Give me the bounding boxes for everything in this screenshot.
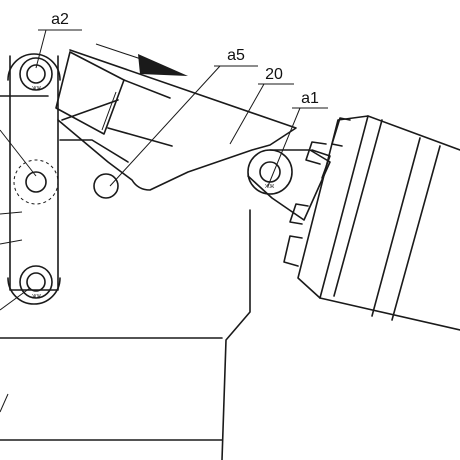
arrow-right-icon (95, 43, 188, 76)
pin-a1-mark: ЖЖ (265, 184, 275, 190)
pin-lower-mark: ЖЖ (32, 294, 42, 300)
pin-lower: ЖЖ (19, 265, 53, 300)
pin-a5 (93, 173, 119, 199)
leader-lines (0, 29, 328, 311)
label-a2: a2 (51, 11, 69, 28)
base-frame (0, 95, 251, 460)
pin-a2-mark: ЖЖ (32, 86, 42, 92)
pin-middle (13, 159, 59, 205)
label-a5: a5 (227, 47, 245, 64)
label-20: 20 (265, 66, 283, 83)
upper-cylinder (55, 51, 173, 147)
pin-a2: ЖЖ (19, 57, 53, 92)
right-cylinder (247, 115, 460, 331)
pin-a1: ЖЖ (247, 149, 293, 195)
label-a1: a1 (301, 90, 319, 107)
callout-labels: a2 a5 20 a1 (51, 11, 319, 107)
